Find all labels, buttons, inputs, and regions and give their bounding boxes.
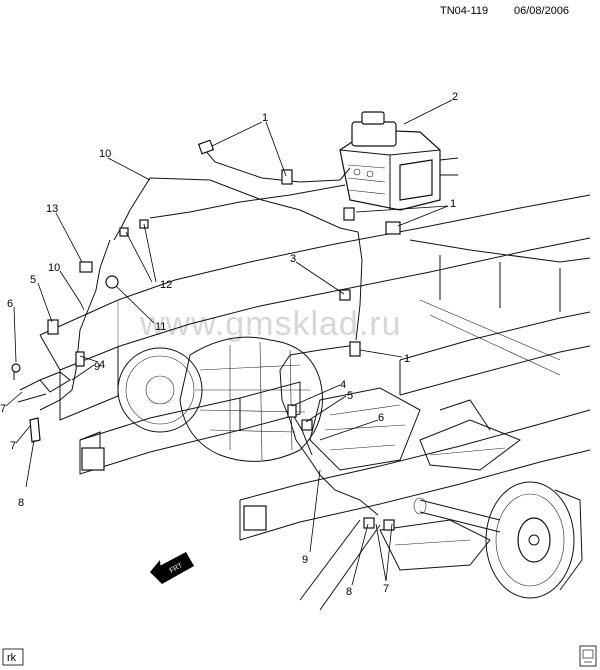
callout-13: 13: [46, 203, 58, 215]
callout-10-top: 10: [99, 148, 111, 160]
callout-1-middle: 1: [404, 353, 410, 365]
callout-8-bottom: 8: [346, 586, 352, 598]
callout-labels: 1 2 1 10 13 12 3 10 5 11 6 4 1 9 7 4 5 6…: [0, 91, 458, 598]
callout-8-left: 8: [18, 497, 24, 509]
callout-7-left-top: 7: [0, 403, 6, 415]
corner-logo-right: [579, 645, 597, 667]
callout-10-left: 10: [48, 262, 60, 274]
callout-5-middle: 5: [347, 390, 353, 402]
upper-control-arm: [419, 399, 522, 471]
ebcm-abs-module: [339, 111, 459, 211]
callout-2: 2: [452, 91, 458, 103]
callout-11: 11: [155, 321, 166, 333]
corner-tag-text: rk: [7, 652, 17, 664]
lower-control-arm: [299, 519, 491, 611]
brake-pipe-clips: [47, 139, 401, 531]
callout-4-left: 4: [99, 359, 105, 371]
axle-shaft: [413, 497, 501, 533]
leader-lines: [5, 99, 453, 586]
flywheel-assembly: [117, 347, 203, 433]
callout-9-bottom: 9: [302, 554, 308, 566]
callout-6-middle: 6: [378, 412, 384, 424]
brake-pipe-secondary: [39, 184, 346, 411]
corner-tag-left: rk: [2, 648, 24, 666]
callout-4-middle: 4: [340, 379, 346, 391]
diagram-code: TN04-119: [440, 5, 488, 17]
callout-7-left-bottom: 7: [10, 440, 16, 452]
watermark: www.gmsklad.ru: [139, 305, 402, 343]
frame-rail-right: [239, 311, 591, 541]
callout-12: 12: [160, 279, 172, 291]
callout-1-right: 1: [450, 198, 456, 210]
brake-pipe-main: [113, 149, 363, 341]
callout-7-bottom: 7: [383, 583, 389, 595]
callout-3: 3: [290, 253, 296, 265]
callout-9-left: 9: [94, 361, 100, 373]
steering-gear: [309, 387, 421, 471]
callout-1-top: 1: [262, 112, 268, 124]
engine-assembly: [179, 336, 323, 462]
callout-5-left: 5: [30, 274, 36, 286]
callout-6-left: 6: [7, 298, 13, 310]
brake-hose-rear: [11, 363, 71, 443]
diagram-date: 06/08/2006: [514, 5, 569, 17]
rear-frame-outline: [409, 239, 591, 376]
front-rotor-hub: [485, 481, 583, 599]
front-direction-arrow: FRT: [150, 552, 194, 584]
